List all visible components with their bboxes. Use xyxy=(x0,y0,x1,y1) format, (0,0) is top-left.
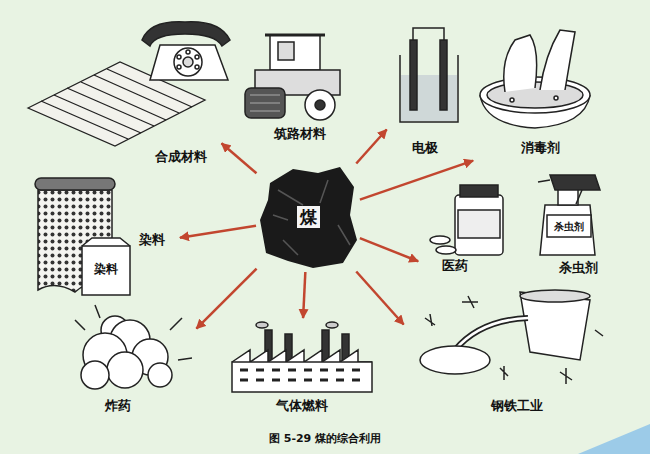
arrow-connector xyxy=(360,238,418,261)
factory xyxy=(232,350,372,362)
steel-pouring xyxy=(455,318,528,350)
steel-pouring xyxy=(420,346,490,374)
telephone xyxy=(150,45,228,80)
washing-basin xyxy=(504,35,537,92)
use-node: 钢铁工业 xyxy=(405,285,605,417)
coal-label: 煤 xyxy=(297,206,320,228)
road-roller xyxy=(265,34,325,37)
use-node: 筑路材料 xyxy=(240,28,352,146)
road-roller xyxy=(245,88,285,118)
telephone xyxy=(142,22,230,46)
dyed-cloth-roll xyxy=(35,178,130,295)
factory xyxy=(232,322,372,392)
use-label: 气体燃料 xyxy=(276,398,328,414)
explosion xyxy=(75,305,192,389)
road-roller xyxy=(245,35,340,120)
telephone xyxy=(177,55,181,59)
steel-pouring xyxy=(455,318,528,350)
dyed-cloth-roll xyxy=(82,238,130,246)
steel-pouring xyxy=(520,290,590,302)
factory xyxy=(240,370,360,380)
explosion xyxy=(148,363,172,387)
medicine-bottle xyxy=(430,236,450,244)
use-label: 消毒剂 xyxy=(521,140,560,156)
bottle-label: 杀虫剂 xyxy=(553,221,585,232)
arrow-connector xyxy=(356,129,386,163)
dyed-cloth-roll xyxy=(35,178,115,190)
use-label: 钢铁工业 xyxy=(491,398,543,414)
road-roller xyxy=(278,42,294,60)
use-label: 杀虫剂 xyxy=(559,260,598,276)
coal-shape xyxy=(260,167,357,268)
package-label: 染料 xyxy=(93,263,119,276)
use-node: 炸药 xyxy=(75,300,195,417)
factory xyxy=(326,322,338,328)
washing-basin xyxy=(510,98,514,102)
use-label: 电极 xyxy=(412,140,438,156)
use-label: 染料 xyxy=(139,232,165,248)
telephone xyxy=(177,65,181,69)
telephone xyxy=(186,50,190,54)
use-node: 气体燃料 xyxy=(225,320,380,417)
electrode-beaker xyxy=(413,28,444,40)
steel-pouring xyxy=(425,296,603,384)
washing-basin xyxy=(480,30,590,128)
spray-bottle xyxy=(538,180,550,182)
use-label: 合成材料 xyxy=(155,149,207,165)
spray-bottle xyxy=(538,175,600,255)
road-roller xyxy=(315,100,325,110)
steel-pouring xyxy=(420,290,603,384)
spray-bottle xyxy=(576,190,582,204)
explosion xyxy=(75,305,192,360)
medicine-bottle xyxy=(455,195,503,255)
use-label: 筑路材料 xyxy=(274,126,326,142)
electrode-beaker xyxy=(400,28,458,122)
factory xyxy=(256,322,268,328)
telephone xyxy=(183,57,193,67)
arrow-connector xyxy=(360,161,473,200)
road-roller xyxy=(305,90,335,120)
explosion xyxy=(107,352,143,388)
arrow-connector xyxy=(356,271,403,324)
coal-node: 煤 xyxy=(258,165,358,270)
factory xyxy=(232,362,372,392)
electrode-beaker xyxy=(440,40,447,110)
medicine-bottle xyxy=(460,185,498,197)
arrow-connector xyxy=(222,143,257,173)
arrow-connector xyxy=(180,226,256,238)
medicine-bottle xyxy=(430,185,503,255)
spray-bottle xyxy=(547,215,591,237)
figure-caption: 图 5-29 煤的综合利用 xyxy=(269,431,381,446)
road-roller xyxy=(250,95,280,111)
use-node: 合成材料 xyxy=(25,18,220,170)
road-roller xyxy=(270,35,320,70)
spray-bottle xyxy=(550,175,600,190)
spray-bottle xyxy=(540,205,595,255)
medicine-bottle xyxy=(436,246,456,254)
telephone xyxy=(142,22,230,80)
use-label: 医药 xyxy=(442,258,468,274)
explosion xyxy=(81,361,109,389)
arrow-connector xyxy=(303,272,305,318)
washing-basin xyxy=(540,30,575,90)
use-label: 炸药 xyxy=(105,398,131,414)
arrow-connector xyxy=(196,269,256,329)
telephone xyxy=(195,55,199,59)
use-node: 医药 xyxy=(420,180,515,277)
dyed-cloth-roll xyxy=(82,246,130,295)
watermark-wedge xyxy=(578,424,650,454)
electrode-beaker xyxy=(400,55,458,122)
use-node: 电极 xyxy=(388,25,466,159)
telephone xyxy=(195,65,199,69)
coal-shape xyxy=(273,180,350,255)
washing-basin xyxy=(554,96,558,100)
electrode-beaker xyxy=(410,40,417,110)
use-node: 染料 xyxy=(30,172,178,298)
use-node: 消毒剂 xyxy=(475,12,597,168)
medicine-bottle xyxy=(458,210,500,238)
telephone xyxy=(174,48,202,76)
